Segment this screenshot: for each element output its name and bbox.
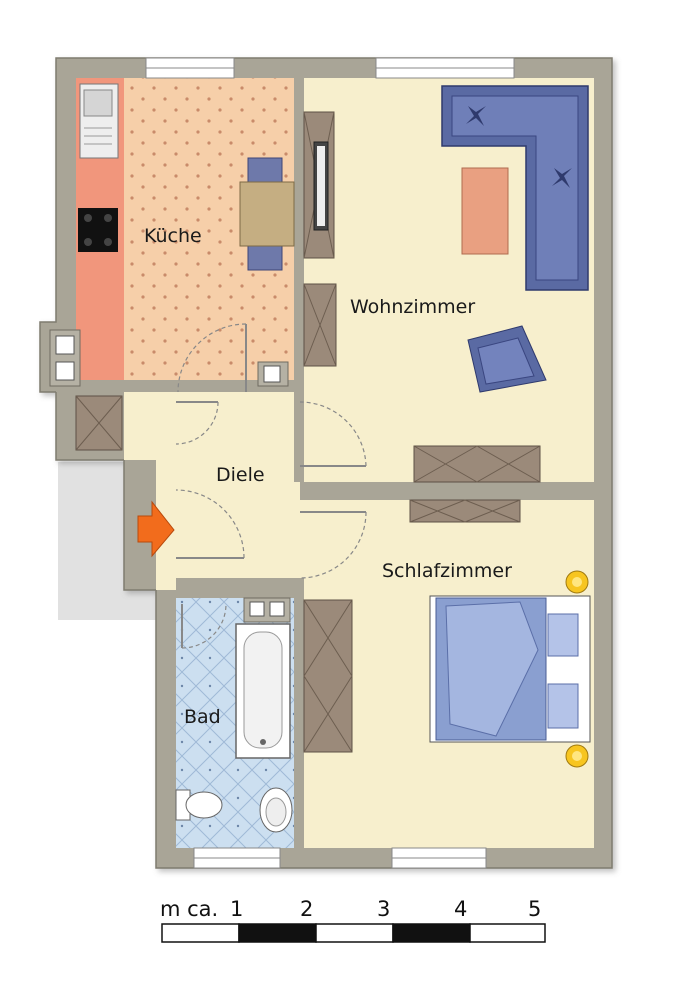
shaft-bath: [243, 597, 291, 623]
door-hall-stair: [175, 401, 219, 445]
door-bath: [181, 603, 227, 649]
tv-unit: [313, 141, 329, 231]
washbasin: [259, 787, 293, 833]
door-kitchen: [177, 323, 247, 393]
coffee-table: [461, 167, 509, 255]
scale-tick-1: 1: [230, 897, 243, 921]
scale-segment-2: [238, 923, 317, 943]
scale-tick-5: 5: [528, 897, 541, 921]
door-entrance: [175, 489, 245, 559]
scale-segment-3: [315, 923, 394, 943]
door-living: [299, 401, 367, 467]
scale-segment-1: [161, 923, 240, 943]
room-label-bath: Bad: [184, 706, 221, 728]
door-bedroom: [299, 511, 367, 579]
scale-tick-4: 4: [454, 897, 467, 921]
bathtub: [235, 623, 291, 759]
stove: [78, 208, 118, 252]
sofa: [441, 85, 589, 291]
scale-tick-2: 2: [300, 897, 313, 921]
room-label-living: Wohnzimmer: [350, 296, 475, 318]
scale-segment-5: [469, 923, 546, 943]
shaft-left: [49, 329, 81, 387]
wall-bath-bed: [294, 578, 304, 848]
wall-kitchen-hall: [56, 380, 176, 392]
room-label-hall: Diele: [216, 464, 265, 486]
wall-living-bed: [300, 482, 594, 500]
room-label-bedroom: Schlafzimmer: [382, 560, 512, 582]
scale-segment-4: [392, 923, 471, 943]
sink-basin: [83, 89, 113, 117]
scale-bar: m ca. 1 2 3 4 5: [160, 897, 546, 943]
wardrobe-bedroom: [303, 599, 353, 753]
wall-hall-bath: [176, 578, 300, 598]
room-label-kitchen: Küche: [144, 225, 202, 247]
armchair: [467, 325, 547, 393]
wall-kitchen-living: [294, 78, 304, 390]
bed: [429, 570, 591, 768]
scale-tick-3: 3: [377, 897, 390, 921]
hall-floor: [124, 392, 300, 590]
sideboard-living: [413, 445, 541, 483]
cabinet-hall: [75, 395, 123, 451]
cabinet-living-mid: [303, 283, 337, 367]
dining-table: [239, 157, 295, 271]
toilet: [175, 789, 223, 821]
entrance-arrow-icon: [137, 500, 175, 558]
scale-prefix: m ca.: [160, 897, 218, 921]
shaft-hall: [257, 361, 289, 387]
dresser-bedroom: [409, 499, 521, 523]
